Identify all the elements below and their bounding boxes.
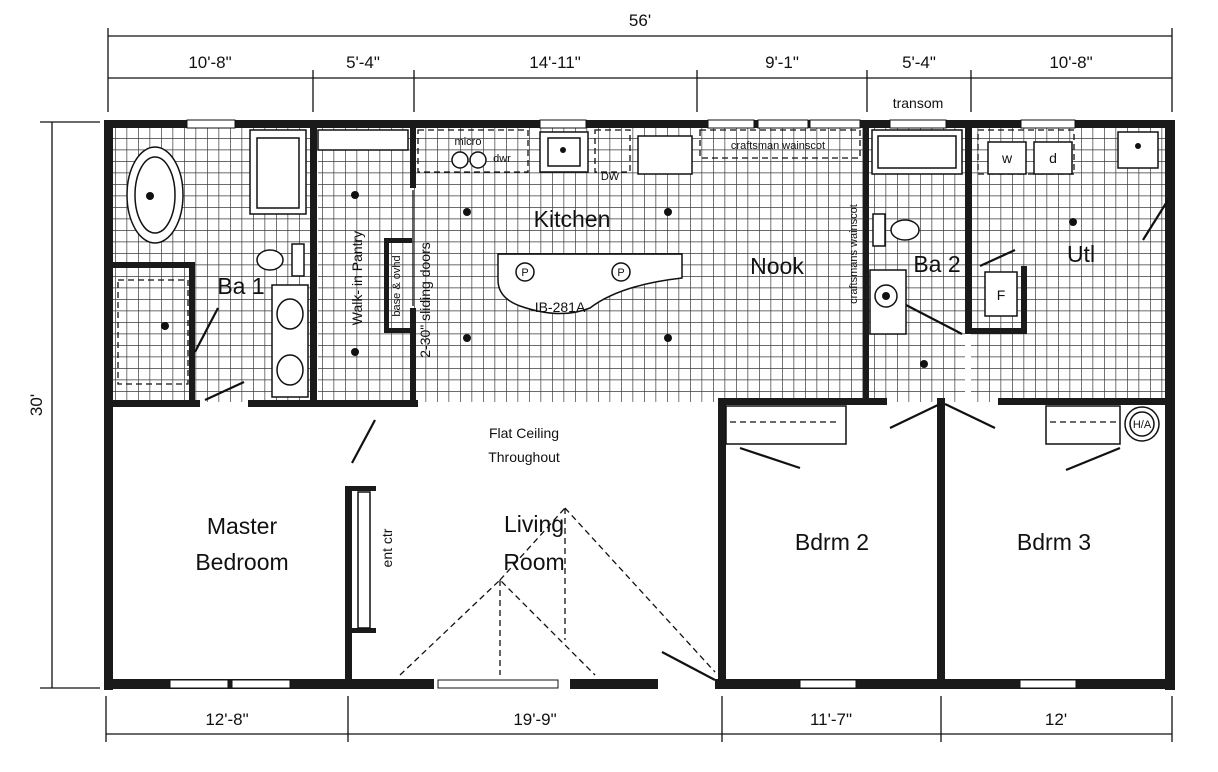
top-dim-5: 5'-4" [902,53,936,72]
master-bedroom-label-1: Master [207,513,278,539]
bedroom2-label: Bdrm 2 [795,529,869,555]
kitchen-fixtures [317,129,861,356]
transom-note: transom [893,95,944,111]
pantry-note: Walk- in Pantry [349,231,365,325]
furnace-label: F [997,287,1006,303]
kitchen-label: Kitchen [534,206,611,232]
pendant-2-label: P [617,267,624,279]
sliding-doors-note: 2-30" sliding doors [417,242,433,357]
bottom-dim-4: 12' [1045,710,1067,729]
walls [104,120,1175,690]
pendant-1-label: P [521,267,528,279]
overall-depth-label: 30' [27,394,46,416]
bottom-dimension-line: 12'-8" 19'-9" 11'-7" 12' [105,696,1173,742]
top-dim-3: 14'-11" [529,53,581,72]
top-dimension-line: 10'-8" 5'-4" 14'-11" 9'-1" 5'-4" 10'-8" … [108,53,1172,112]
bath2-label: Ba 2 [913,251,960,277]
overall-depth-dimension: 30' [27,121,100,689]
bottom-dim-2: 19'-9" [513,710,556,729]
windows [169,119,1077,689]
living-room-label-1: Living [504,511,564,537]
nook-label: Nook [750,253,804,279]
dryer-label: d [1049,150,1057,166]
washer-label: w [1001,150,1013,166]
living-room-fixtures [351,419,716,681]
ceiling-note-2: Throughout [488,449,560,465]
utility-label: Utl [1067,241,1095,267]
top-dim-4: 9'-1" [765,53,799,72]
island-model-note: IB-281A [535,299,586,315]
living-room-label-2: Room [503,549,564,575]
micro-note: micro [455,136,482,148]
water-heater-label: H/A [1133,419,1152,431]
overall-width-dimension: 56' [107,11,1173,112]
wainscot-side-note: craftsmans wainscot [848,204,860,304]
bath2-fixtures [869,129,963,368]
bedroom-closets [725,403,1160,472]
top-dim-2: 5'-4" [346,53,380,72]
bottom-dim-3: 11'-7" [810,710,852,729]
overall-width-label: 56' [629,11,651,30]
dw-note: DW [601,171,620,183]
bedroom3-label: Bdrm 3 [1017,529,1091,555]
dwr-note: dwr [493,153,511,165]
top-dim-1: 10'-8" [188,53,231,72]
annotations: craftsman wainscot craftsmans wainscot W… [349,136,1152,567]
room-labels: Kitchen Nook Ba 1 Ba 2 Utl Master Bedroo… [195,206,1095,575]
bath1-fixtures [117,129,309,401]
ceiling-note-1: Flat Ceiling [489,425,559,441]
entertainment-center-note: ent ctr [379,528,395,567]
top-dim-6: 10'-8" [1049,53,1092,72]
bottom-dim-1: 12'-8" [205,710,248,729]
wainscot-top-note: craftsman wainscot [731,140,825,152]
master-bedroom-label-2: Bedroom [195,549,288,575]
bath1-label: Ba 1 [217,273,264,299]
utility-fixtures [977,129,1169,317]
base-ovhd-note: base & ovhd [391,255,403,316]
